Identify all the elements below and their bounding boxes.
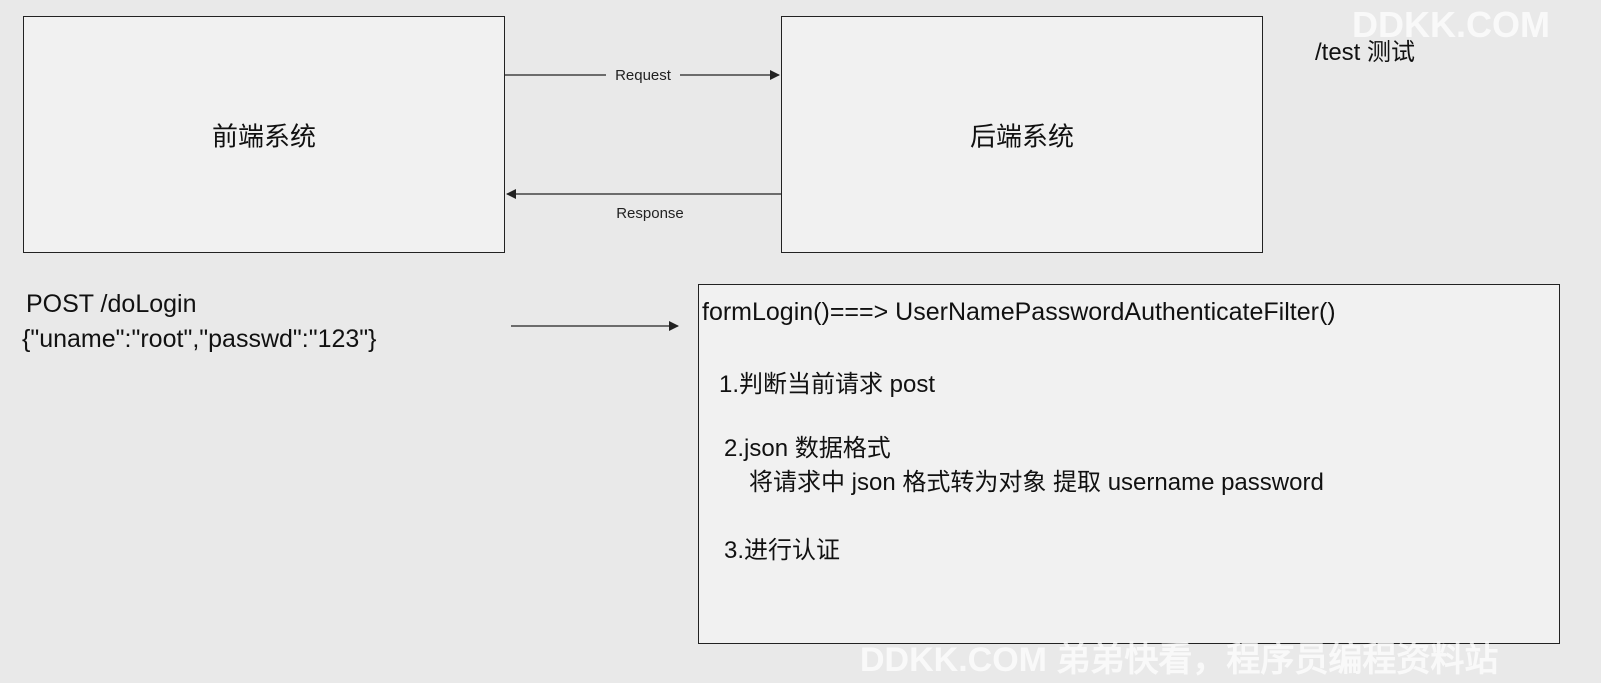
- frontend-system-label: 前端系统: [211, 121, 316, 151]
- filter-step-3: 3.进行认证: [724, 537, 841, 564]
- filter-step-2-detail: 将请求中 json 格式转为对象 提取 username password: [749, 469, 1324, 496]
- post-request-body: {"uname":"root","passwd":"123"}: [22, 325, 377, 353]
- watermark-top-right: DDKK.COM: [1352, 4, 1550, 45]
- backend-system-box: 后端系统: [781, 16, 1263, 253]
- filter-box: [698, 284, 1560, 644]
- backend-system-label: 后端系统: [969, 121, 1074, 151]
- test-note: /test 测试: [1315, 39, 1416, 66]
- filter-title: formLogin()===> UserNamePasswordAuthenti…: [702, 298, 1336, 326]
- response-label: Response: [616, 205, 684, 222]
- watermark-bottom: DDKK.COM 弟弟快看，程序员编程资料站: [860, 641, 1499, 679]
- frontend-system-box: 前端系统: [23, 16, 505, 253]
- request-label: Request: [615, 67, 672, 84]
- post-request-line: POST /doLogin: [26, 290, 197, 318]
- filter-step-1: 1.判断当前请求 post: [719, 371, 936, 398]
- filter-step-2: 2.json 数据格式: [724, 435, 891, 462]
